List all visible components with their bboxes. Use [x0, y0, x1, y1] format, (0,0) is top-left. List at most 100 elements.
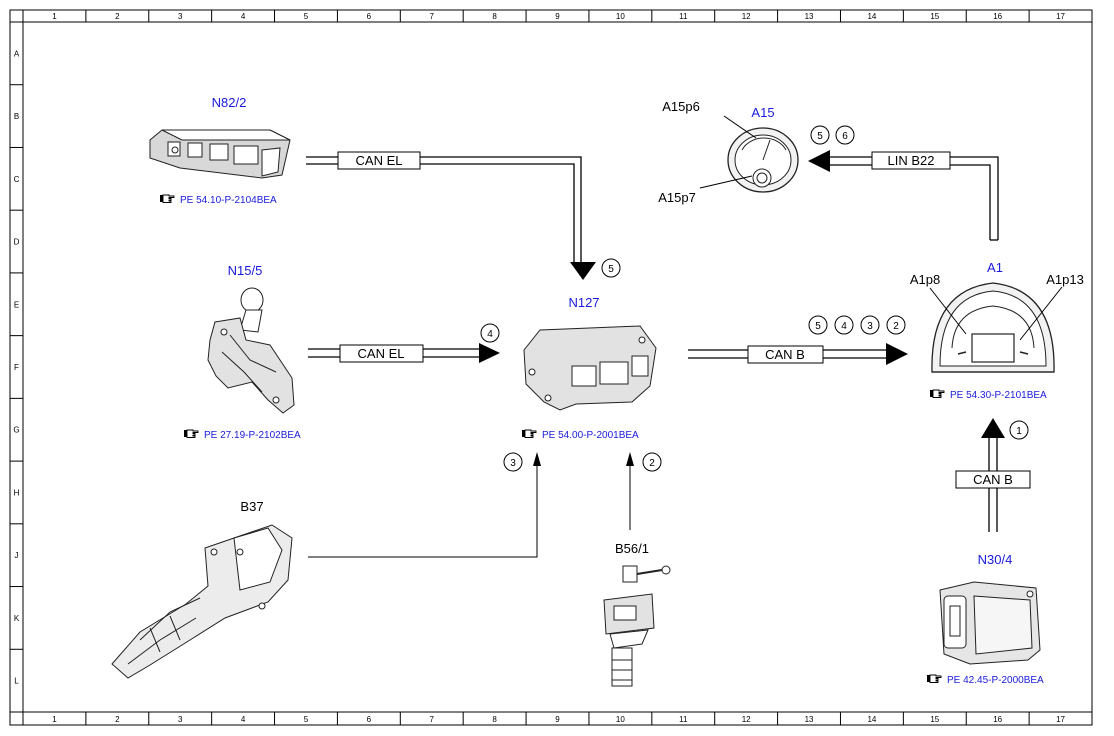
canb-marker-2: 2 — [893, 321, 899, 332]
pointing-hand-icon — [926, 674, 942, 683]
grid-column-label: 11 — [679, 12, 688, 21]
grid-column-label: 2 — [115, 12, 120, 21]
b56-1-label: B56/1 — [615, 541, 649, 556]
a1-label: A1 — [987, 260, 1003, 275]
n82-2-ref: PE 54.10-P-2104BEA — [159, 194, 277, 206]
canb-marker-3: 3 — [867, 321, 873, 332]
lin-b22-label: LIN B22 — [888, 153, 935, 168]
grid-column-label: 6 — [367, 715, 372, 724]
a15-label: A15 — [751, 105, 774, 120]
grid-lines — [10, 10, 1030, 725]
grid-column-label: 15 — [930, 12, 939, 21]
grid-column-label: 17 — [1056, 12, 1065, 21]
grid-column-label: 4 — [241, 715, 246, 724]
grid-column-label: 13 — [805, 12, 814, 21]
marker-1-text: 1 — [1016, 426, 1022, 437]
grid-column-label: 1 — [52, 715, 57, 724]
n82-2-label: N82/2 — [212, 95, 247, 110]
frame — [9, 9, 1093, 726]
grid-row-label: F — [14, 363, 19, 372]
b37-label: B37 — [240, 499, 263, 514]
can-el-top-line: CAN EL — [306, 151, 596, 280]
grid-column-label: 10 — [616, 12, 625, 21]
a1p13-label: A1p13 — [1046, 272, 1084, 287]
marker-2: 2 — [642, 452, 662, 472]
grid-column-label: 2 — [115, 715, 120, 724]
can-b-markers: 5 4 3 2 — [808, 315, 906, 335]
grid-column-label: 17 — [1056, 715, 1065, 724]
marker-3: 3 — [503, 452, 523, 472]
grid-row-label: B — [14, 112, 19, 121]
pointing-hand-icon — [183, 429, 199, 438]
marker-1: 1 — [1009, 420, 1029, 440]
marker-4-text: 4 — [487, 329, 493, 340]
lin-marker-5: 5 — [817, 131, 823, 142]
a15-component — [699, 115, 799, 193]
grid-row-label: C — [14, 175, 20, 184]
lin-markers: 5 6 — [810, 125, 855, 145]
grid-row-label: K — [14, 614, 20, 623]
grid-column-label: 14 — [867, 12, 876, 21]
grid-column-label: 12 — [742, 12, 751, 21]
marker-4: 4 — [480, 323, 500, 343]
lin-marker-6: 6 — [842, 131, 848, 142]
grid-labels: 1122334455667788991010111112121313141415… — [13, 12, 1065, 724]
can-el-mid-line: CAN EL — [308, 343, 500, 363]
grid-row-label: G — [13, 426, 19, 435]
grid-column-label: 6 — [367, 12, 372, 21]
canb-marker-4: 4 — [841, 321, 847, 332]
n30-4-component — [939, 581, 1041, 665]
a1-ref: PE 54.30-P-2101BEA — [929, 389, 1047, 401]
grid-column-label: 8 — [492, 715, 497, 724]
grid-column-label: 1 — [52, 12, 57, 21]
a1-component — [929, 282, 1063, 373]
grid-row-label: D — [14, 238, 20, 247]
n15-5-component — [207, 287, 295, 414]
grid-column-label: 15 — [930, 715, 939, 724]
n30-4-label: N30/4 — [978, 552, 1013, 567]
n127-ref-text: PE 54.00-P-2001BEA — [542, 430, 639, 441]
grid-column-label: 11 — [679, 715, 688, 724]
n127-label: N127 — [568, 295, 599, 310]
grid-column-label: 4 — [241, 12, 246, 21]
grid-column-label: 9 — [555, 715, 560, 724]
a15p7-label: A15p7 — [658, 190, 696, 205]
pointing-hand-icon — [159, 194, 175, 203]
grid-row-label: J — [15, 551, 19, 560]
grid-column-label: 16 — [993, 12, 1002, 21]
n127-ref: PE 54.00-P-2001BEA — [521, 429, 639, 441]
can-el-mid-label: CAN EL — [358, 346, 405, 361]
grid-row-label: H — [14, 488, 20, 497]
grid-column-label: 7 — [430, 715, 435, 724]
a15p6-label: A15p6 — [662, 99, 700, 114]
grid-row-label: A — [14, 49, 20, 58]
pointing-hand-icon — [521, 429, 537, 438]
grid-column-label: 7 — [430, 12, 435, 21]
grid-column-label: 5 — [304, 12, 309, 21]
n82-2-component — [149, 129, 291, 179]
grid-column-label: 14 — [867, 715, 876, 724]
grid-column-label: 3 — [178, 12, 183, 21]
a1-ref-text: PE 54.30-P-2101BEA — [950, 390, 1047, 401]
grid-column-label: 12 — [742, 715, 751, 724]
n127-component — [523, 325, 657, 411]
marker-5-top: 5 — [601, 258, 621, 278]
b37-signal-line — [308, 452, 541, 558]
can-b-vertical-line: CAN B — [955, 418, 1031, 532]
n15-5-ref-text: PE 27.19-P-2102BEA — [204, 430, 301, 441]
b56-1-component — [603, 565, 671, 687]
marker-5-top-text: 5 — [608, 264, 614, 275]
a1p8-label: A1p8 — [910, 272, 940, 287]
n15-5-label: N15/5 — [228, 263, 263, 278]
marker-3-text: 3 — [510, 458, 516, 469]
can-el-top-label: CAN EL — [356, 153, 403, 168]
marker-2-text: 2 — [649, 458, 655, 469]
n15-5-ref: PE 27.19-P-2102BEA — [183, 429, 301, 441]
grid-column-label: 5 — [304, 715, 309, 724]
grid-row-label: L — [14, 677, 19, 686]
grid-row-label: E — [14, 300, 19, 309]
pointing-hand-icon — [929, 389, 945, 398]
grid-column-label: 3 — [178, 715, 183, 724]
grid-column-label: 16 — [993, 715, 1002, 724]
